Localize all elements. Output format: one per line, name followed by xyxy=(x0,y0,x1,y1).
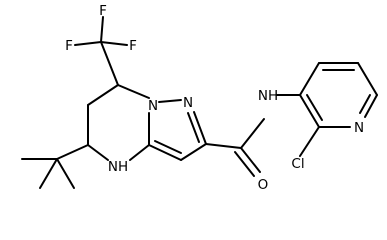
bond xyxy=(117,84,150,99)
bond xyxy=(187,112,200,143)
bond xyxy=(299,126,320,157)
bond xyxy=(87,84,119,106)
atom-label-n-pyrazole: N xyxy=(183,95,193,111)
bond xyxy=(158,99,182,103)
bond xyxy=(74,41,102,46)
bond xyxy=(299,62,320,96)
bond xyxy=(56,144,89,160)
bond xyxy=(205,143,242,149)
molecule-structure: F F F N N NH NH O N Cl xyxy=(21,3,378,193)
atom-label-nh-ring: NH xyxy=(108,159,128,175)
bond xyxy=(299,94,320,128)
bond xyxy=(234,151,255,177)
bond xyxy=(148,144,182,161)
bond xyxy=(100,41,128,46)
bond xyxy=(193,111,207,145)
bond xyxy=(154,140,182,154)
atom-label-f: F xyxy=(99,3,107,19)
bond xyxy=(359,94,371,114)
bond xyxy=(364,94,378,118)
bond xyxy=(240,118,265,149)
atom-label-cl: Cl xyxy=(291,156,304,172)
bond xyxy=(357,62,378,96)
bond xyxy=(87,144,109,161)
atom-label-n-pyridine: N xyxy=(354,120,364,136)
bond xyxy=(100,41,119,86)
bond xyxy=(306,94,323,121)
atom-labels: F F F N N NH NH O N Cl xyxy=(65,3,364,193)
bond xyxy=(180,143,207,161)
bond xyxy=(39,158,58,189)
bond xyxy=(240,147,261,173)
atom-label-f: F xyxy=(65,38,73,54)
bonds xyxy=(21,16,378,189)
bond xyxy=(100,16,104,43)
atom-label-o: O xyxy=(258,177,269,193)
bond xyxy=(56,158,75,189)
atom-label-nh-amide: NH xyxy=(258,88,278,104)
atom-label-n-ring: N xyxy=(148,98,158,114)
bond xyxy=(129,144,150,161)
atom-label-f: F xyxy=(129,38,137,54)
